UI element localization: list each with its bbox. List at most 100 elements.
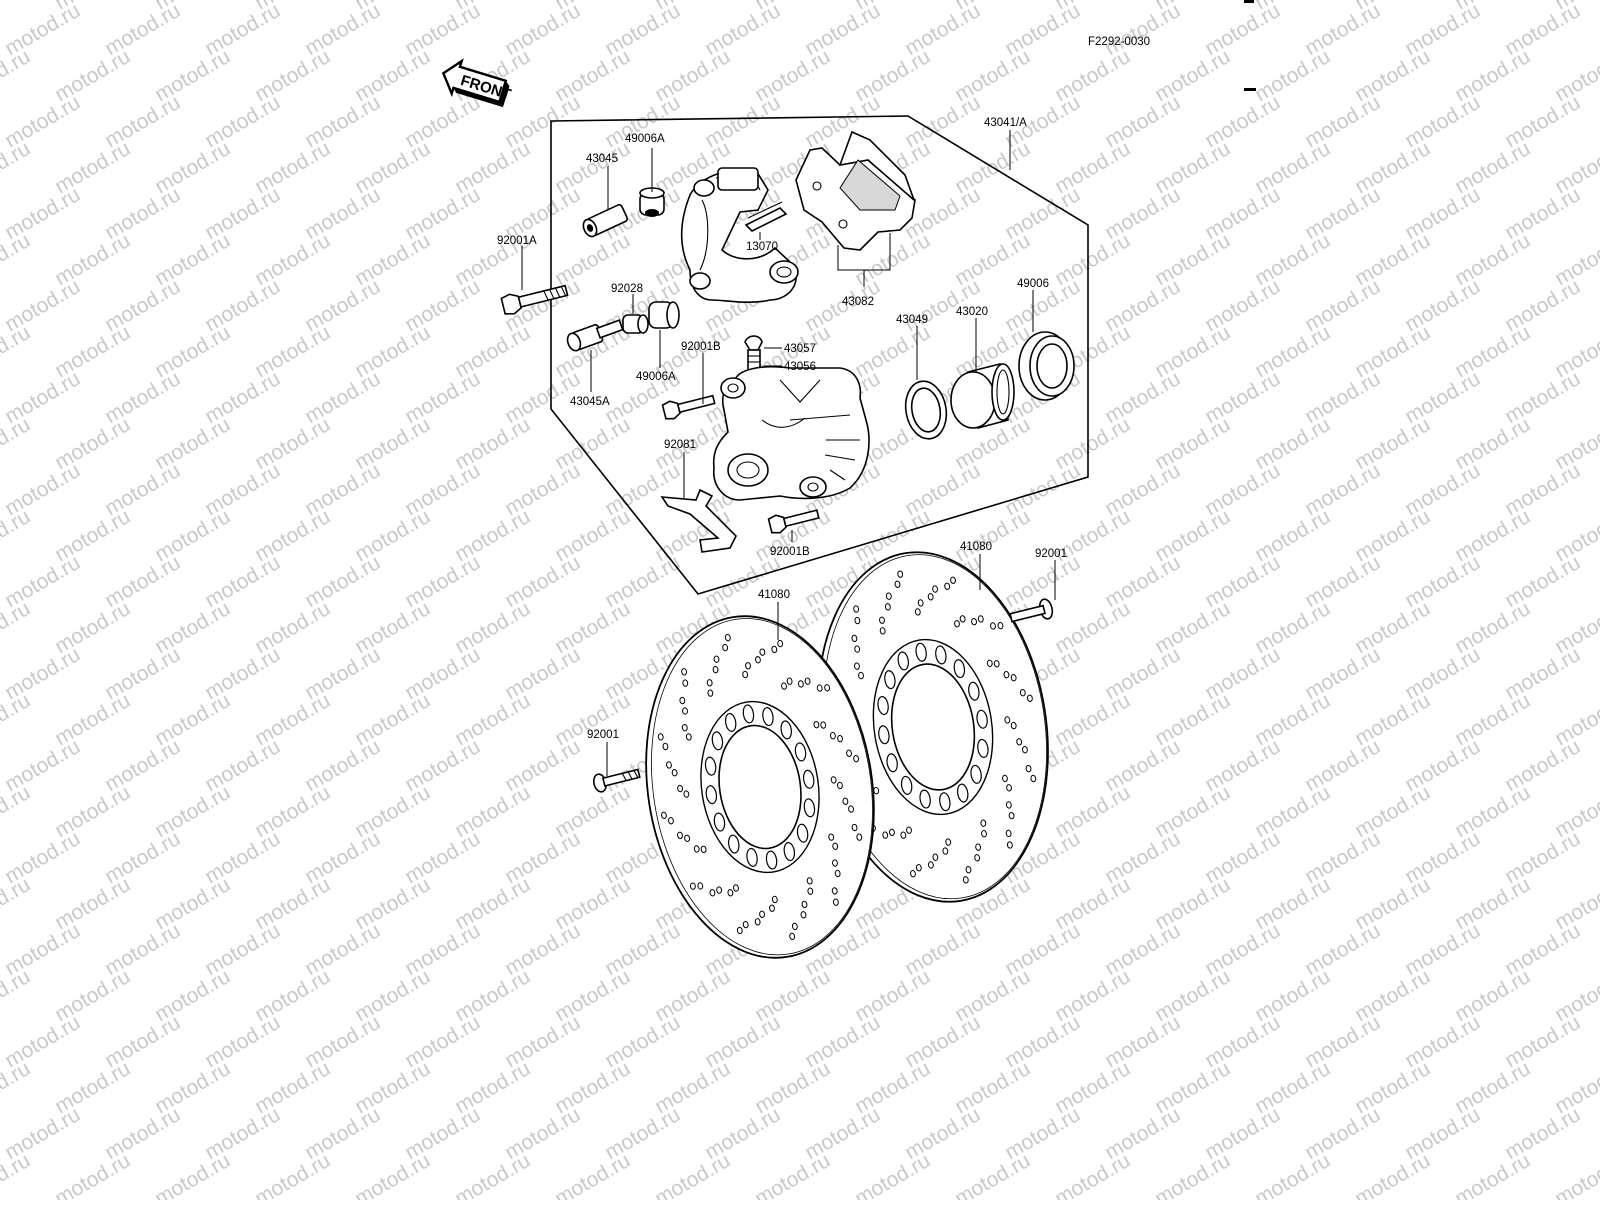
disc-vent-hole — [889, 828, 895, 837]
disc-vent-hole — [829, 732, 836, 740]
watermark-text: motod.ru — [251, 1149, 334, 1200]
disc-vent-hole — [1005, 801, 1012, 809]
disc-carrier-hole — [939, 792, 951, 812]
disc-vent-hole — [927, 861, 934, 869]
disc-vent-hole — [745, 662, 751, 670]
watermark-text: motod.ru — [0, 137, 34, 198]
disc-carrier-hole — [796, 823, 809, 843]
piston-43020 — [950, 363, 1015, 429]
disc-vent-hole — [791, 922, 798, 931]
disc-vent-hole — [1022, 746, 1028, 754]
pad-spring-13070 — [744, 201, 788, 232]
label-92001-right: 92001 — [1035, 548, 1067, 560]
disc-vent-hole — [846, 749, 852, 757]
label-13070: 13070 — [746, 241, 778, 253]
disc-vent-hole — [700, 845, 707, 854]
disc-vent-hole — [1002, 774, 1008, 783]
watermark-text: motod.ru — [0, 505, 34, 566]
disc-vent-hole — [733, 884, 739, 892]
disc-vent-hole — [828, 833, 835, 841]
slide-pin-43045 — [582, 203, 629, 238]
watermark-text: motod.ru — [0, 45, 34, 106]
disc-carrier-hole — [802, 769, 815, 789]
disc-vent-hole — [724, 633, 731, 642]
label-92028: 92028 — [611, 283, 643, 295]
disc-vent-hole — [789, 932, 796, 941]
disc-vent-hole — [1004, 716, 1011, 724]
piston-seal-43049 — [904, 380, 948, 440]
brake-disc-41080-left — [645, 615, 875, 959]
disc-vent-hole — [853, 605, 860, 613]
disc-carrier-hole — [728, 834, 740, 854]
disc-vent-hole — [854, 662, 860, 670]
disc-vent-hole — [906, 826, 912, 834]
disc-vent-hole — [786, 677, 793, 685]
bushing-92028 — [622, 314, 649, 334]
disc-vent-hole — [797, 680, 804, 688]
disc-vent-hole — [837, 734, 843, 743]
dust-boot-49006A-top — [639, 187, 665, 217]
disc-vent-hole — [722, 643, 729, 652]
disc-vent-hole — [1026, 694, 1033, 702]
disc-vent-hole — [944, 582, 951, 590]
disc-vent-hole — [853, 755, 860, 763]
disc-carrier-hole — [705, 785, 718, 805]
disc-vent-hole — [832, 898, 839, 906]
disc-vent-hole — [832, 859, 838, 867]
disc-vent-hole — [801, 900, 808, 909]
disc-vent-hole — [954, 620, 960, 628]
watermark-text: motod.ru — [0, 0, 34, 14]
watermark-text: motod.ru — [951, 1149, 1034, 1200]
anti-rattle-spring-92081 — [660, 488, 737, 553]
watermark-text: motod.ru — [1001, 1195, 1084, 1200]
label-92001-left: 92001 — [587, 729, 619, 741]
label-43041A: 43041/A — [984, 117, 1027, 129]
watermark-text: motod.ru — [901, 1195, 984, 1200]
watermark-text: motod.ru — [0, 1057, 34, 1118]
disc-vent-hole — [1025, 764, 1032, 773]
disc-vent-hole — [1006, 784, 1012, 792]
label-92081: 92081 — [664, 439, 696, 451]
disc-vent-hole — [832, 842, 839, 850]
watermark-text: motod.ru — [101, 1195, 184, 1200]
watermark-text: motod.ru — [0, 1149, 34, 1200]
disc-vent-hole — [971, 617, 977, 626]
disc-vent-hole — [834, 869, 841, 878]
disc-carrier-hole — [977, 738, 989, 758]
disc-vent-hole — [974, 854, 981, 862]
disc-vent-hole — [769, 904, 775, 912]
label-43082: 43082 — [842, 296, 874, 308]
disc-vent-hole — [697, 882, 704, 890]
disc-carrier-hole — [746, 847, 758, 867]
watermark-text: motod.ru — [51, 1149, 134, 1200]
disc-carrier-hole — [724, 712, 737, 732]
disc-bolt-92001-left — [592, 768, 641, 793]
disc-vent-hole — [682, 707, 688, 715]
disc-vent-hole — [990, 622, 996, 630]
watermark-text: motod.ru — [201, 1195, 284, 1200]
disc-vent-hole — [666, 761, 672, 769]
watermark-text: motod.ru — [1101, 1195, 1184, 1200]
disc-carrier-hole — [794, 742, 807, 762]
disc-vent-hole — [754, 918, 761, 926]
disc-vent-hole — [897, 570, 904, 578]
watermark-text: motod.ru — [1301, 1195, 1384, 1200]
disc-vent-hole — [820, 721, 827, 729]
watermark-text: motod.ru — [0, 321, 34, 382]
edge-mark — [1244, 88, 1256, 91]
disc-vent-hole — [1008, 811, 1015, 820]
disc-carrier-hole — [783, 842, 796, 862]
watermark-text: motod.ru — [1401, 1195, 1484, 1200]
disc-vent-hole — [879, 616, 885, 624]
disc-vent-hole — [707, 689, 714, 697]
label-43057: 43057 — [784, 343, 816, 355]
disc-vent-hole — [851, 634, 858, 643]
disc-vent-hole — [1010, 721, 1017, 730]
disc-vent-hole — [932, 853, 939, 861]
disc-center-bore — [718, 724, 802, 850]
disc-vent-hole — [854, 616, 861, 625]
label-49006: 49006 — [1017, 278, 1049, 290]
disc-vent-hole — [712, 665, 719, 674]
disc-carrier-hole — [915, 642, 927, 662]
